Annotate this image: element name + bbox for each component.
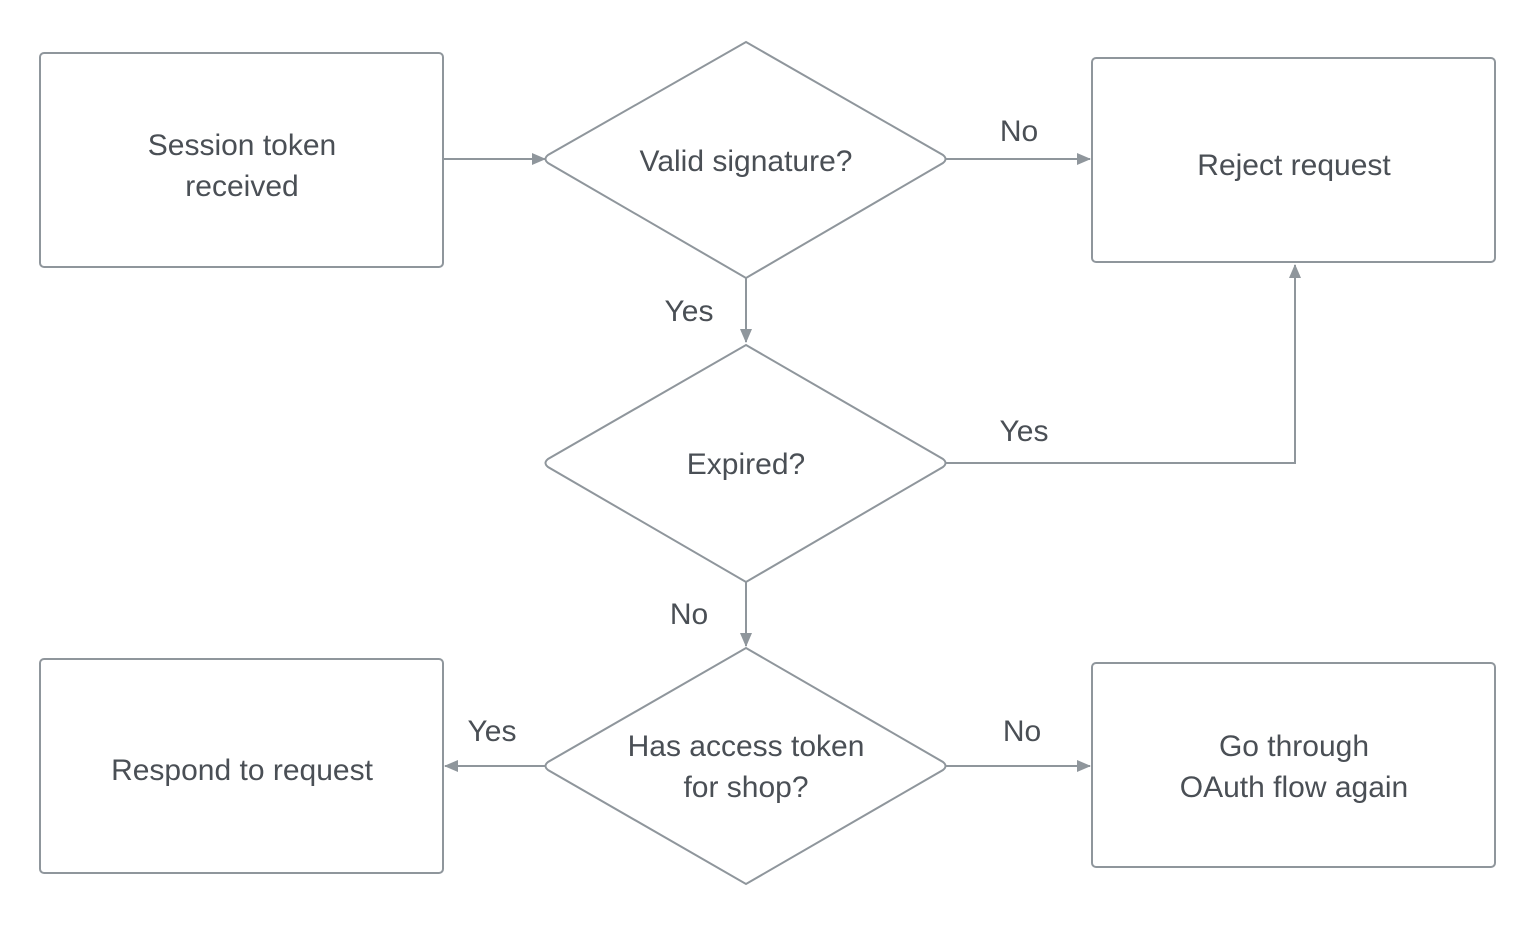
node-label-line: Go through <box>1219 730 1369 763</box>
node-expired: Expired? <box>544 343 947 584</box>
node-session-token-received: Session token received <box>39 52 444 268</box>
node-valid-signature: Valid signature? <box>544 40 947 280</box>
edge-label-expired-no: No <box>670 598 708 631</box>
node-box <box>1091 662 1496 868</box>
edge-label-signature-yes: Yes <box>665 295 714 328</box>
node-box <box>39 658 444 874</box>
node-label-line: for shop? <box>683 771 808 804</box>
decision-diamond <box>544 343 947 584</box>
node-respond-to-request: Respond to request <box>39 658 444 874</box>
edge-label-access-no: No <box>1003 715 1041 748</box>
edges <box>443 153 1301 772</box>
edge-label-expired-yes: Yes <box>1000 415 1049 448</box>
node-label-line: Respond to request <box>111 754 374 787</box>
node-label-line: OAuth flow again <box>1180 771 1408 804</box>
node-label-line: Valid signature? <box>640 145 853 178</box>
node-oauth-flow: Go through OAuth flow again <box>1091 662 1496 868</box>
edge-labels: No Yes Yes No Yes No <box>468 115 1049 748</box>
decision-diamond <box>544 40 947 280</box>
decision-diamond <box>544 646 947 886</box>
node-has-access-token: Has access token for shop? <box>544 646 947 886</box>
edge-label-signature-no: No <box>1000 115 1038 148</box>
node-reject-request: Reject request <box>1091 57 1496 263</box>
node-label-line: Has access token <box>628 730 865 763</box>
edge-expired-yes-to-reject <box>944 264 1301 464</box>
edge-label-access-yes: Yes <box>468 715 517 748</box>
node-label-line: Expired? <box>687 448 805 481</box>
node-label-line: received <box>185 170 298 203</box>
node-label-line: Reject request <box>1197 149 1391 182</box>
node-box <box>1091 57 1496 263</box>
node-box <box>39 52 444 268</box>
node-label-line: Session token <box>148 129 336 162</box>
